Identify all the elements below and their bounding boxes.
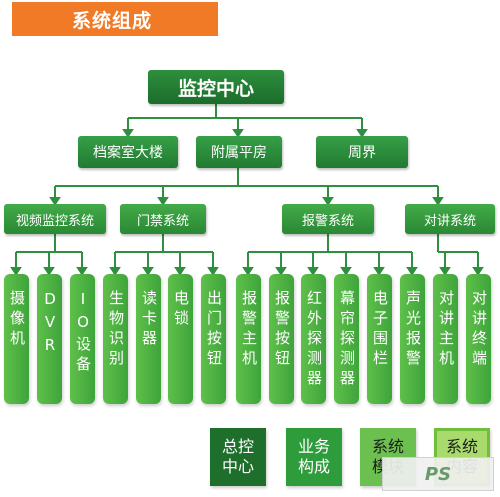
component-label: 电锁 — [172, 290, 190, 330]
component-label: 对讲主机 — [437, 290, 455, 370]
component-exit-button: 出门按钮 — [201, 274, 226, 404]
component-label: 声光报警 — [404, 290, 422, 370]
component-label: 电子围栏 — [371, 290, 389, 370]
legend-control-center: 总控 中心 — [210, 428, 266, 486]
page-title: 系统组成 — [72, 9, 153, 32]
component-label: 读卡器 — [140, 290, 158, 350]
system-node-video: 视频监控系统 — [4, 204, 106, 234]
component-label: 幕帘探测器 — [338, 290, 356, 390]
watermark-text: PS — [424, 463, 452, 485]
legend-business-composition: 业务 构成 — [286, 428, 342, 486]
component-infrared-detector: 红外探测器 — [301, 274, 326, 404]
component-curtain-detector: 幕帘探测器 — [334, 274, 359, 404]
title-banner: 系统组成 — [12, 2, 218, 36]
component-label: 生物识别 — [107, 290, 125, 370]
system-node-alarm: 报警系统 — [282, 204, 374, 234]
component-dvr: DVR — [37, 274, 62, 404]
component-label: 报警主机 — [240, 290, 258, 370]
building-node-annex: 附属平房 — [196, 136, 282, 168]
component-intercom-host: 对讲主机 — [433, 274, 458, 404]
watermark-logo: PS — [382, 457, 494, 491]
system-node-intercom: 对讲系统 — [405, 204, 495, 234]
component-label: DVR — [41, 290, 59, 359]
component-camera: 摄像机 — [4, 274, 29, 404]
component-electric-lock: 电锁 — [168, 274, 193, 404]
component-biometric: 生物识别 — [103, 274, 128, 404]
component-label: 报警按钮 — [273, 290, 291, 370]
component-label: 红外探测器 — [305, 290, 323, 390]
component-label: 对讲终端 — [470, 290, 488, 370]
building-node-perimeter: 周界 — [316, 136, 408, 168]
component-label: 摄像机 — [8, 290, 26, 350]
component-label: IO设备 — [74, 290, 92, 376]
component-electronic-fence: 电子围栏 — [367, 274, 392, 404]
root-node-monitoring-center: 监控中心 — [148, 70, 284, 104]
component-io-device: IO设备 — [70, 274, 95, 404]
system-node-access: 门禁系统 — [120, 204, 206, 234]
component-alarm-button: 报警按钮 — [269, 274, 294, 404]
building-node-archive: 档案室大楼 — [78, 136, 178, 168]
component-label: 出门按钮 — [205, 290, 223, 370]
component-sound-light-alarm: 声光报警 — [400, 274, 425, 404]
component-alarm-host: 报警主机 — [236, 274, 261, 404]
component-card-reader: 读卡器 — [136, 274, 161, 404]
component-intercom-terminal: 对讲终端 — [466, 274, 491, 404]
